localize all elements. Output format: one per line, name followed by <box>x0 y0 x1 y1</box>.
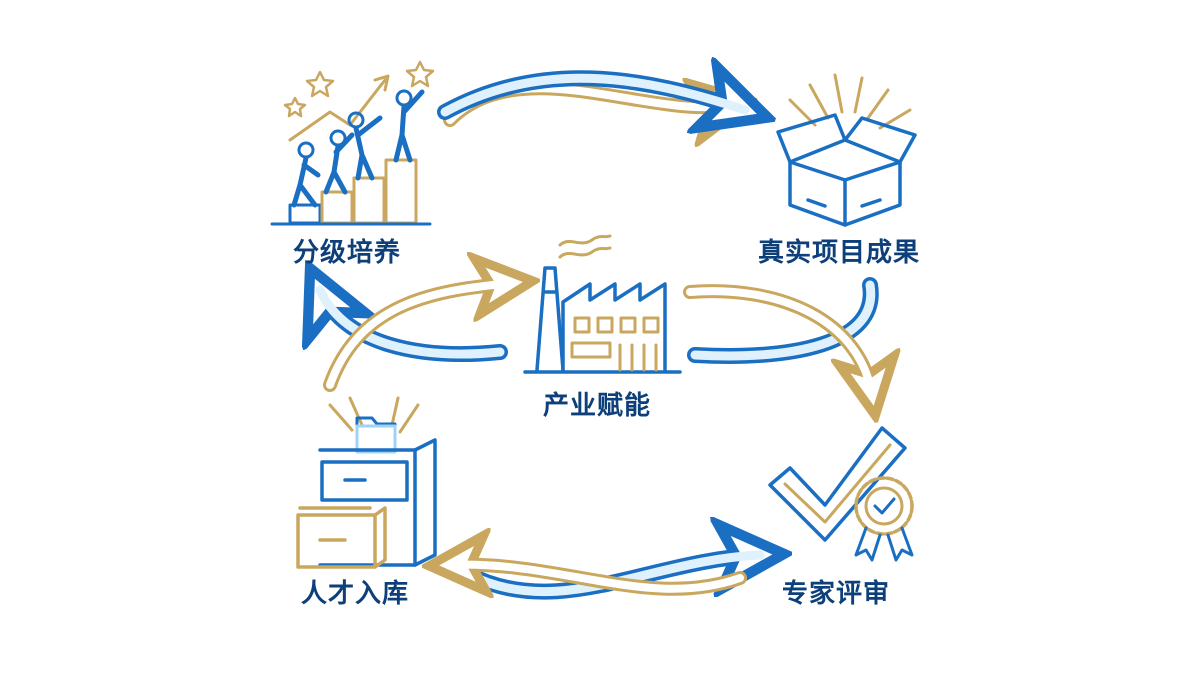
checkmark-badge-icon <box>768 426 914 562</box>
arrow-right-pair <box>683 277 872 395</box>
arrow-top-pair <box>437 78 745 120</box>
node-label-talent-tiered-training: 分级培养 <box>293 238 402 268</box>
node-label-expert-review: 专家评审 <box>782 579 891 609</box>
open-box-icon <box>776 73 917 227</box>
node-label-talent-pool-entry: 人才入库 <box>301 579 410 609</box>
arrow-left-pair <box>320 283 512 392</box>
factory-icon <box>523 234 682 374</box>
arrow-bottom-pair <box>450 555 760 592</box>
team-growth-icon <box>270 60 435 226</box>
file-cabinet-icon <box>296 396 437 569</box>
node-label-industry-empowerment: 产业赋能 <box>543 391 652 421</box>
node-label-real-project-results: 真实项目成果 <box>758 238 921 268</box>
